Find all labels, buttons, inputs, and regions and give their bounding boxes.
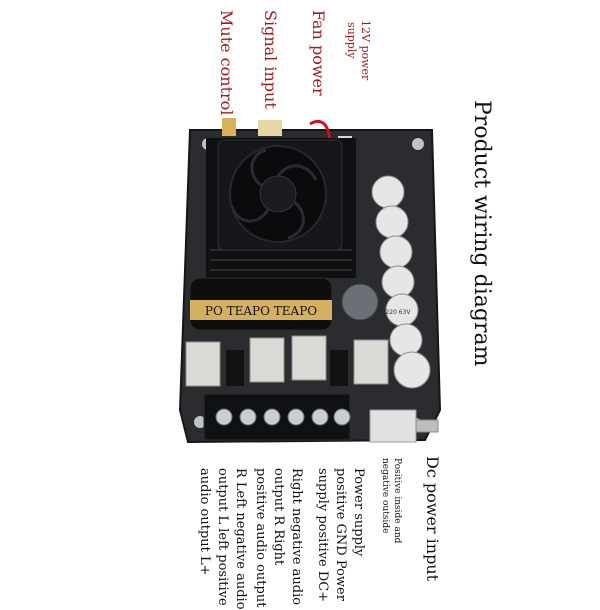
label-left-output-line2: output L left positive: [215, 468, 230, 606]
amplifier-board: 220 63V PO TEAPO TEAPO: [178, 118, 442, 444]
grey-capacitor: [341, 283, 379, 321]
terminal-screws: [215, 408, 351, 426]
label-right-output-line2: output R Right: [271, 468, 286, 566]
signal-connector: [258, 120, 282, 136]
label-left-output-line1: R Left negative audio: [233, 468, 248, 610]
fan-blades: [230, 148, 318, 240]
label-left-output-line3: audio output L+: [197, 468, 212, 576]
main-capacitor-label: PO TEAPO TEAPO: [205, 304, 317, 318]
chips: [226, 350, 348, 386]
label-right-output-line3: positive audio output: [253, 468, 268, 608]
mount-hole: [412, 138, 424, 150]
label-power-supply-line2: positive GND Power: [333, 468, 348, 601]
label-12v-supply-line1: 12V power: [359, 20, 372, 81]
dc-jack: [369, 409, 417, 443]
label-right-output-line1: Right negative audio: [289, 468, 304, 606]
main-capacitor-band: [190, 300, 332, 320]
label-power-supply-line1: Power supply: [351, 468, 366, 557]
label-12v-supply-line2: supply: [345, 22, 358, 59]
inductors: [185, 335, 389, 387]
fan-wire: [309, 119, 332, 141]
label-mute-control: Mute control: [217, 10, 236, 116]
diagram-title: Product wiring diagram: [469, 100, 494, 367]
dc-jack-pin: [415, 419, 439, 433]
mount-hole: [194, 416, 206, 428]
fan-hub: [259, 175, 297, 213]
label-power-supply-line3: supply positive DC+: [315, 468, 330, 603]
label-dc-power-input: Dc power input: [423, 456, 442, 582]
label-dc-note-line2: negative outside: [380, 458, 390, 534]
small-cap-label: 220 63V: [385, 309, 411, 316]
label-dc-note-line1: Positive inside and: [392, 458, 402, 544]
mute-connector: [222, 118, 236, 136]
label-fan-power: Fan power: [309, 10, 328, 96]
label-signal-input: Signal input: [261, 10, 280, 109]
capacitor-column: [371, 175, 431, 389]
